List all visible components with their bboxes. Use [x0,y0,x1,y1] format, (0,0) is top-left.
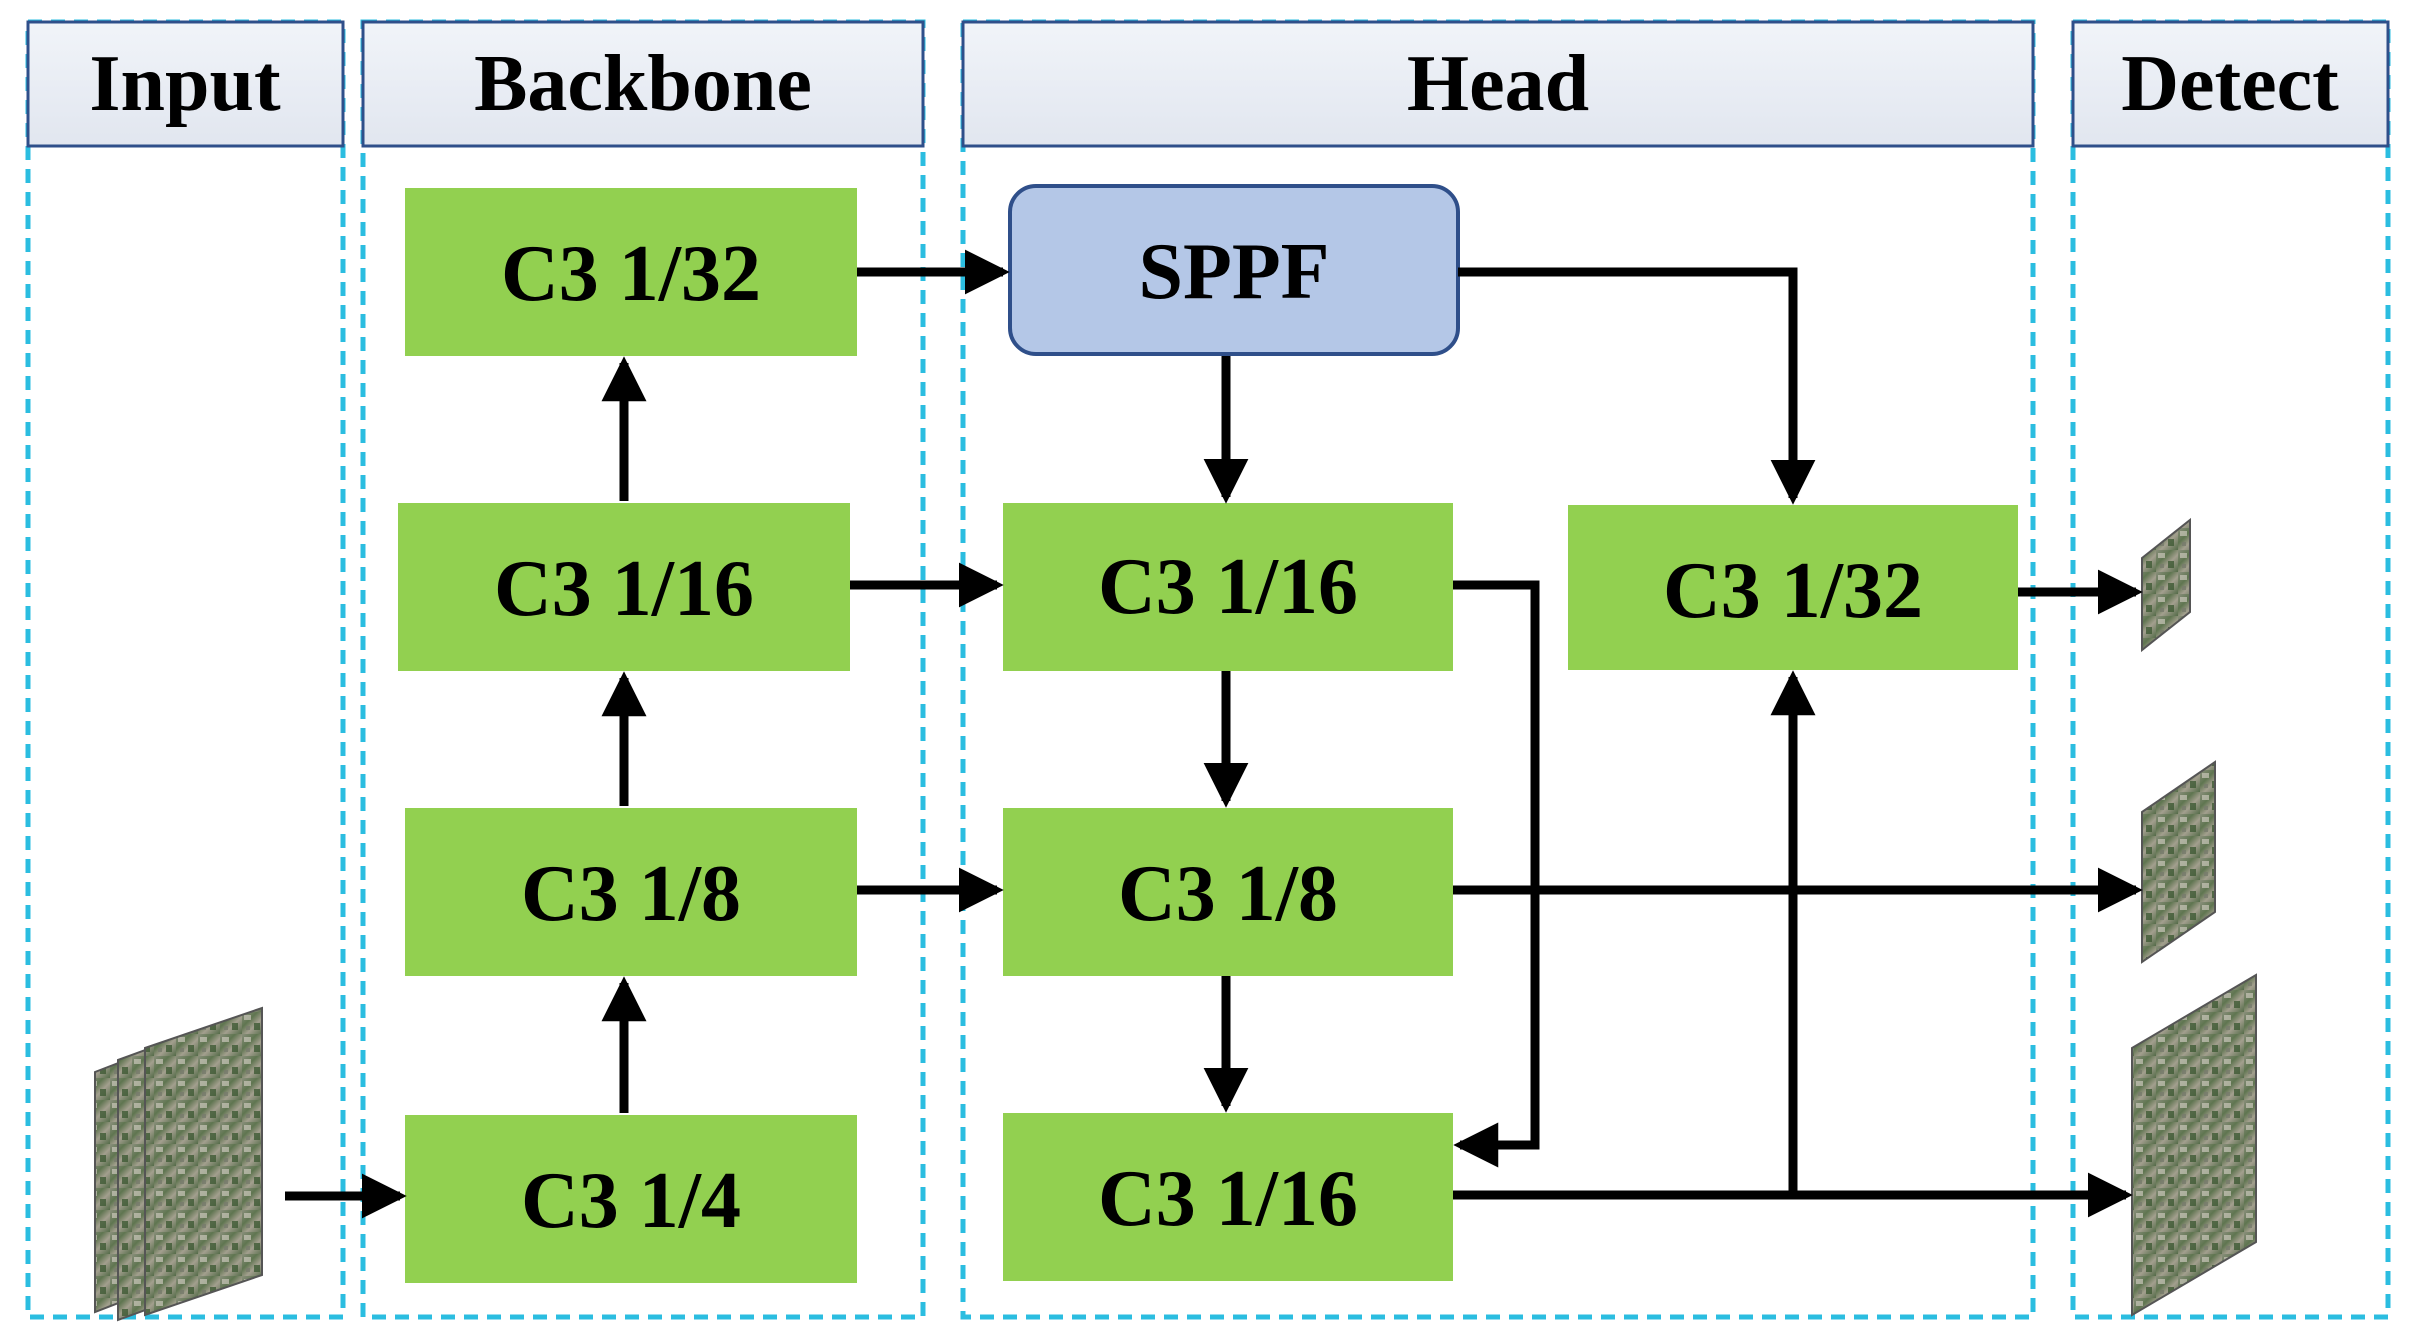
backbone-c3-1-4-label: C3 1/4 [521,1157,741,1245]
head-c3-1-32-label: C3 1/32 [1663,547,1923,635]
backbone-c3-1-16-block: C3 1/16 [398,503,850,671]
input-header: Input [26,20,345,148]
detect-title: Detect [2121,40,2339,128]
detect-image-large [2131,973,2257,1317]
backbone-c3-1-8-block: C3 1/8 [405,808,857,976]
backbone-c3-1-4-block: C3 1/4 [405,1115,857,1283]
head-header: Head [961,20,2035,148]
backbone-c3-1-8-label: C3 1/8 [521,850,741,938]
head-title: Head [1407,40,1589,128]
detect-image-small [2141,517,2191,653]
sppf-label: SPPF [1138,228,1329,316]
arrow-sppf-to-head-32 [1458,267,1816,505]
backbone-title: Backbone [474,40,812,128]
head-c3-1-16-top-block: C3 1/16 [1003,503,1453,671]
detect-header: Detect [2071,20,2390,148]
connections [285,249,2143,1219]
input-title: Input [89,40,281,128]
head-c3-1-16-bottom-block: C3 1/16 [1003,1113,1453,1281]
backbone-header: Backbone [361,20,925,148]
head-c3-1-8-label: C3 1/8 [1118,850,1338,938]
arrow-head-16-to-head-16-bottom [1453,580,1540,1168]
input-image-stack [94,1006,263,1322]
sppf-block: SPPF [1008,184,1460,356]
backbone-c3-1-32-label: C3 1/32 [501,230,761,318]
head-c3-1-8-block: C3 1/8 [1003,808,1453,976]
head-c3-1-32-block: C3 1/32 [1568,505,2018,670]
detect-image-medium [2141,760,2216,964]
backbone-c3-1-16-label: C3 1/16 [494,545,754,633]
head-c3-1-16-top-label: C3 1/16 [1098,543,1358,631]
head-c3-1-16-bottom-label: C3 1/16 [1098,1155,1358,1243]
backbone-c3-1-32-block: C3 1/32 [405,188,857,356]
